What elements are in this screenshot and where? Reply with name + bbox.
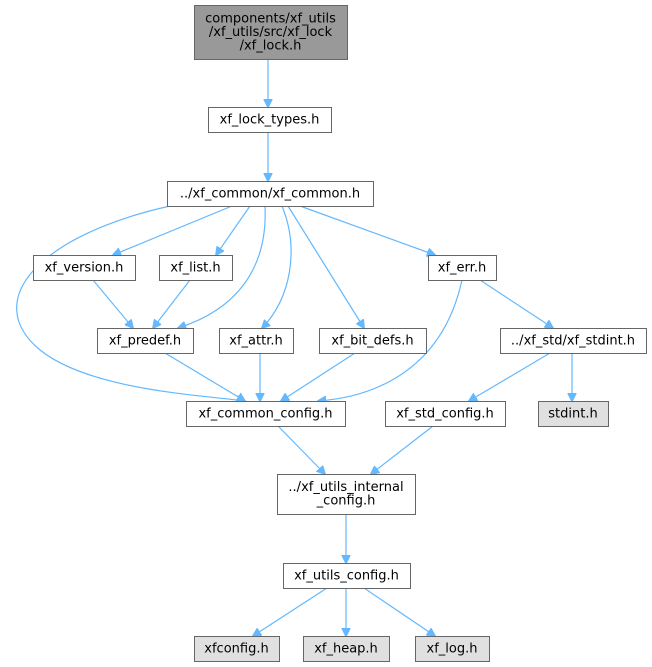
node-label: xf_lock_types.h (220, 112, 320, 127)
edge-common-to-attr (262, 205, 292, 328)
node-label: /xf_utils/src/xf_lock (209, 25, 333, 40)
node-stdint_wrap[interactable]: ../xf_std/xf_stdint.h (500, 328, 647, 354)
edge-utils_config-to-log (363, 587, 435, 636)
node-box (319, 328, 427, 354)
edge-common-to-predef (178, 205, 266, 328)
node-std_config[interactable]: xf_std_config.h (385, 401, 506, 427)
node-common_config[interactable]: xf_common_config.h (186, 401, 346, 427)
node-label: _config.h (316, 494, 376, 509)
node-box (208, 107, 332, 133)
node-box (283, 563, 411, 589)
edge-common-to-version (113, 205, 233, 255)
node-box (428, 255, 497, 281)
node-box (277, 474, 416, 515)
node-label: xf_err.h (438, 260, 486, 275)
node-stdint: stdint.h (538, 401, 609, 427)
node-box (159, 255, 233, 281)
node-label: /xf_lock.h (240, 38, 302, 53)
node-box (33, 255, 136, 281)
node-list[interactable]: xf_list.h (159, 255, 233, 281)
node-lock_types[interactable]: xf_lock_types.h (208, 107, 332, 133)
edge-common-to-bit_defs (287, 205, 364, 328)
node-attr[interactable]: xf_attr.h (219, 328, 294, 354)
node-predef[interactable]: xf_predef.h (97, 328, 194, 354)
node-label: xf_version.h (45, 260, 124, 275)
node-label: xf_log.h (427, 641, 478, 656)
node-err[interactable]: xf_err.h (428, 255, 497, 281)
node-box (186, 401, 346, 427)
node-log: xf_log.h (415, 636, 490, 662)
edge-std_config-to-internal_config (371, 425, 434, 474)
edge-common-to-common_config (16, 205, 245, 401)
nodes: components/xf_utils/xf_utils/src/xf_lock… (33, 5, 647, 662)
node-label: xf_std_config.h (396, 406, 494, 421)
node-box (194, 5, 348, 60)
edge-list-to-predef (153, 279, 191, 328)
node-box (219, 328, 294, 354)
node-box (97, 328, 194, 354)
node-box (415, 636, 490, 662)
node-bit_defs[interactable]: xf_bit_defs.h (319, 328, 427, 354)
node-label: xf_list.h (170, 260, 220, 275)
node-box (500, 328, 647, 354)
edge-err-to-common_config (318, 279, 463, 401)
node-heap: xf_heap.h (303, 636, 390, 662)
edges (16, 59, 572, 636)
node-label: ../xf_std/xf_stdint.h (511, 333, 635, 348)
node-box (194, 636, 280, 662)
node-label: xfconfig.h (204, 641, 268, 656)
node-box (167, 181, 374, 207)
node-label: ../xf_utils_internal (288, 480, 403, 495)
node-label: xf_attr.h (229, 333, 282, 348)
node-internal_config[interactable]: ../xf_utils_internal_config.h (277, 474, 416, 515)
node-utils_config[interactable]: xf_utils_config.h (283, 563, 411, 589)
node-common[interactable]: ../xf_common/xf_common.h (167, 181, 374, 207)
node-label: xf_common_config.h (198, 406, 332, 421)
edge-err-to-stdint_wrap (479, 279, 553, 328)
node-xfconfig: xfconfig.h (194, 636, 280, 662)
node-label: xf_utils_config.h (294, 568, 399, 583)
edge-bit_defs-to-common_config (281, 352, 356, 401)
edge-stdint_wrap-to-std_config (469, 352, 551, 401)
node-label: xf_bit_defs.h (331, 333, 413, 348)
node-box (385, 401, 506, 427)
edge-utils_config-to-xfconfig (253, 587, 328, 636)
node-box (303, 636, 390, 662)
node-label: components/xf_utils (205, 11, 336, 26)
node-label: ../xf_common/xf_common.h (180, 186, 360, 201)
node-label: xf_heap.h (314, 641, 378, 656)
edge-common_config-to-internal_config (277, 425, 325, 474)
node-version[interactable]: xf_version.h (33, 255, 136, 281)
edge-common-to-err (299, 205, 435, 255)
node-label: stdint.h (548, 406, 597, 421)
edge-common-to-list (216, 205, 251, 255)
edge-version-to-predef (92, 279, 133, 328)
node-label: xf_predef.h (109, 333, 181, 348)
edge-predef-to-common_config (164, 352, 245, 401)
node-root[interactable]: components/xf_utils/xf_utils/src/xf_lock… (194, 5, 348, 60)
node-box (538, 401, 609, 427)
